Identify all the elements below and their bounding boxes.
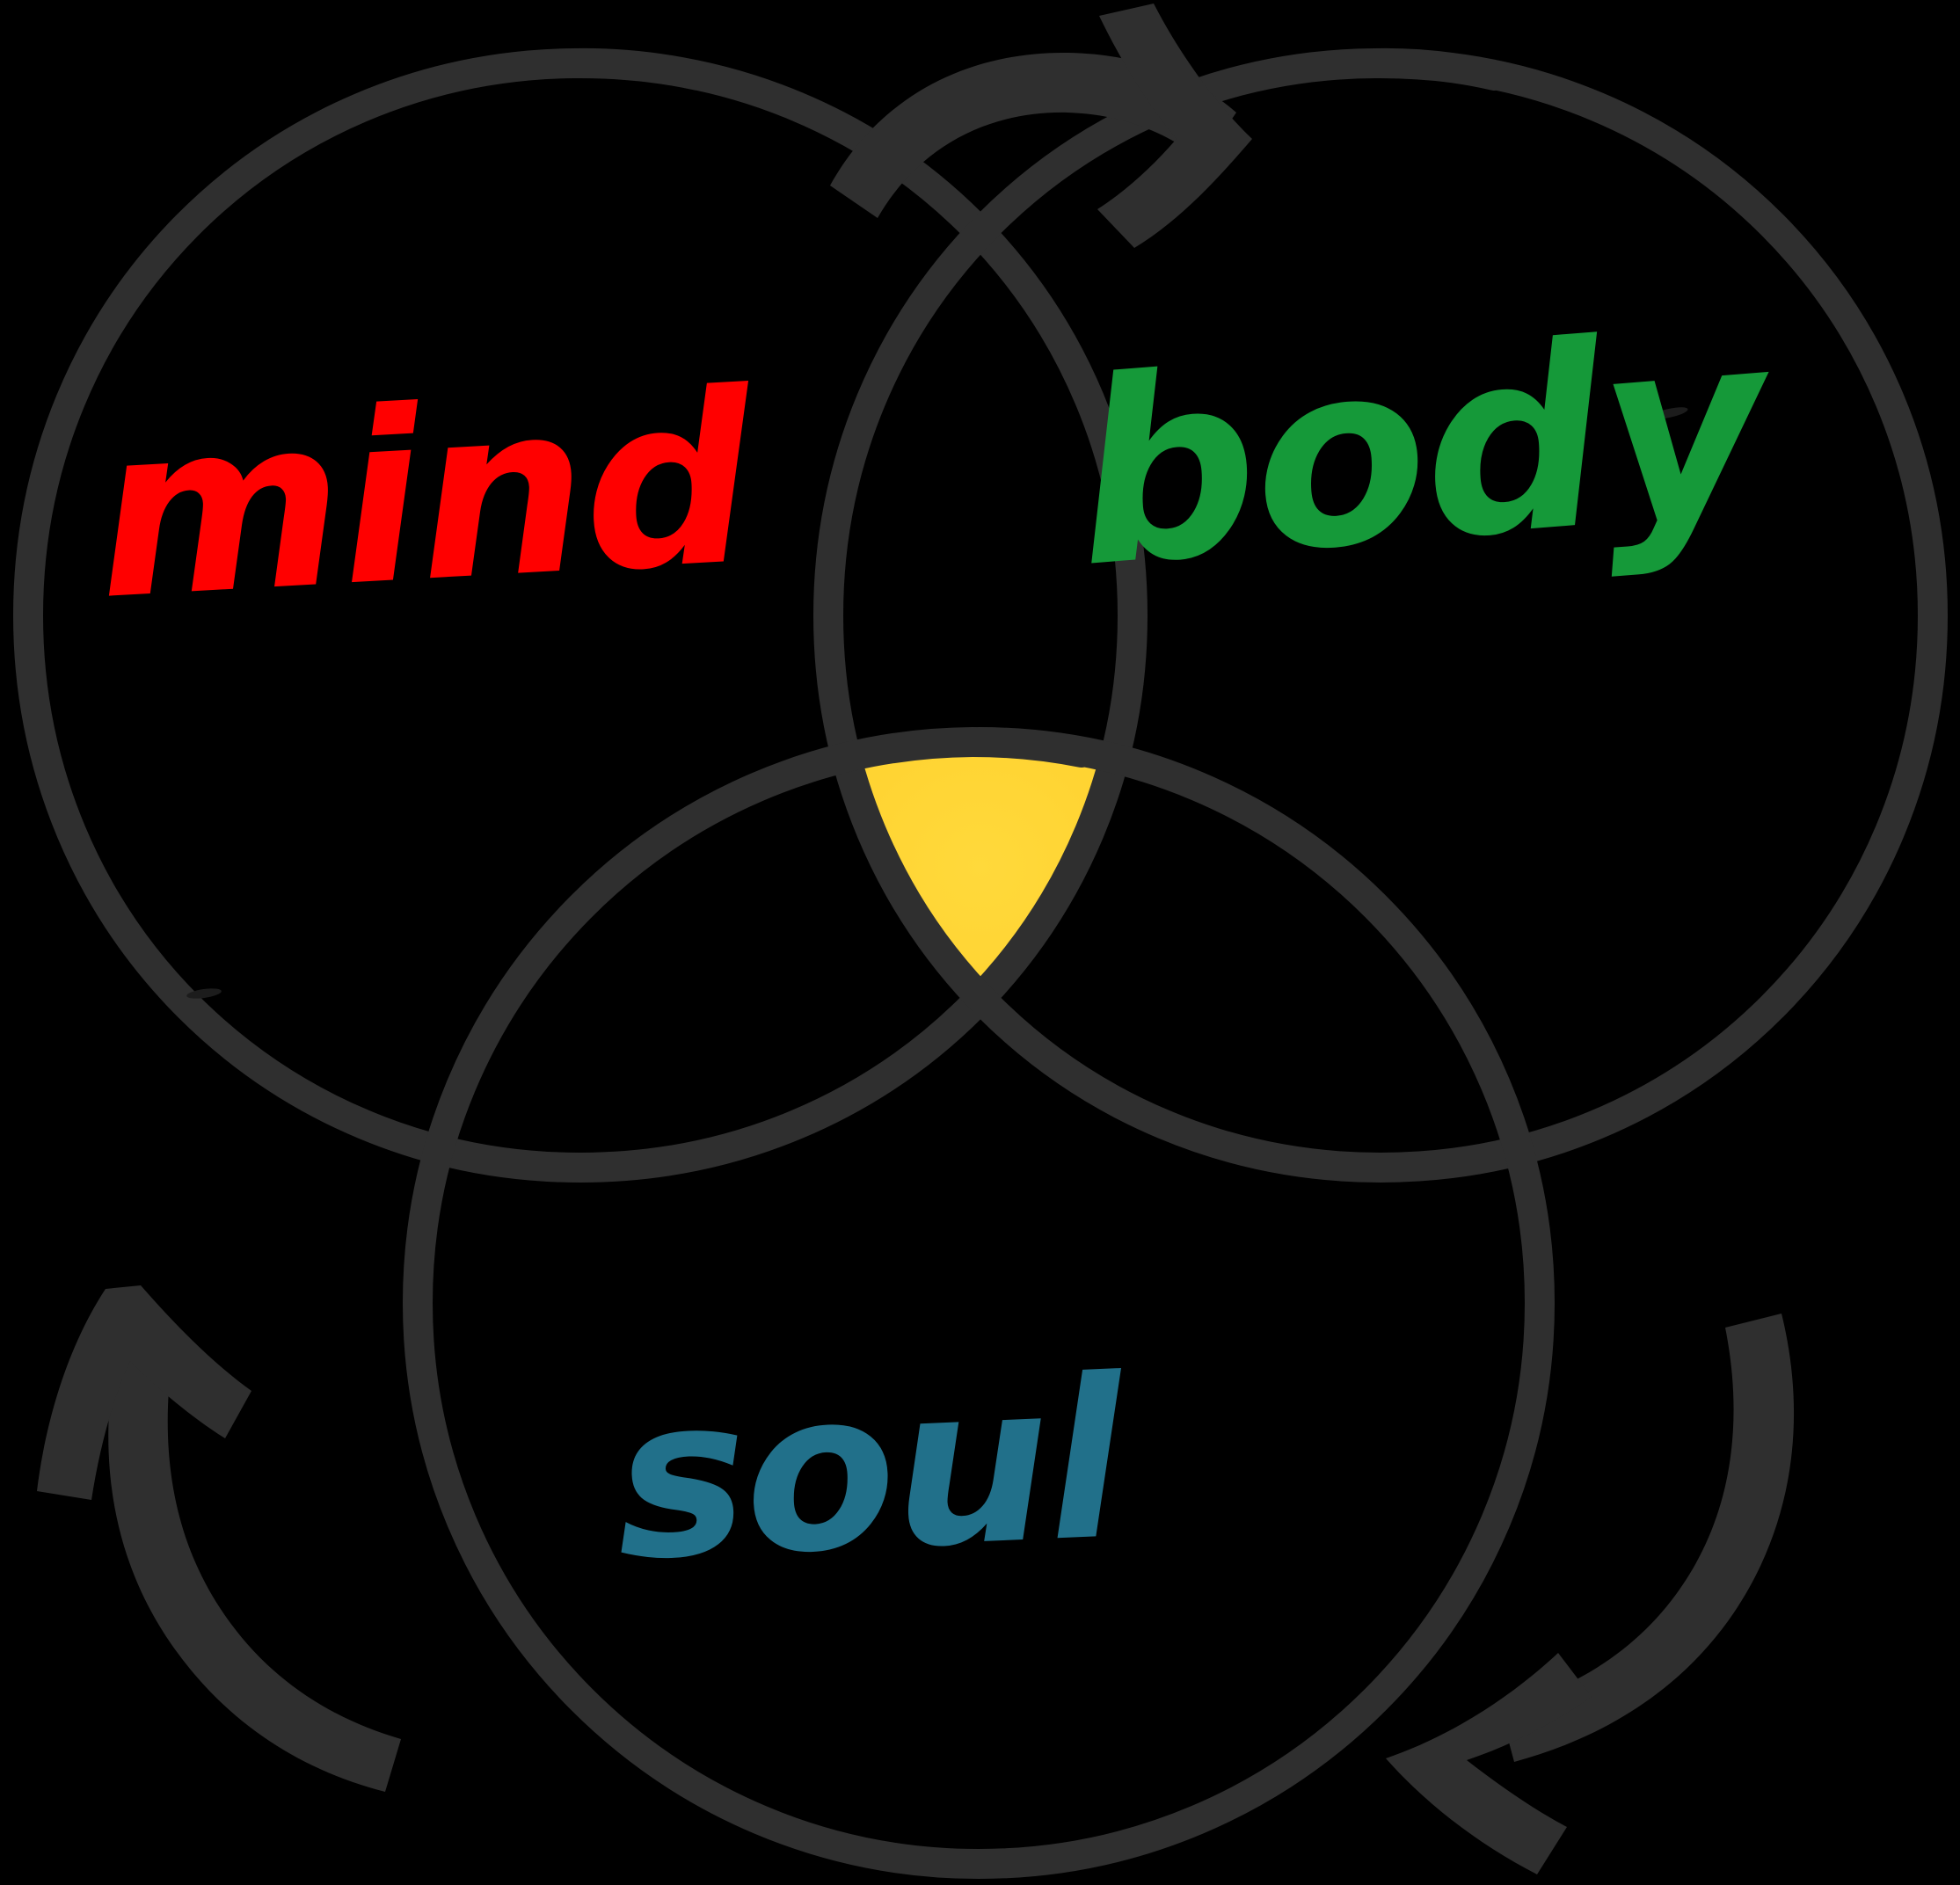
venn-circle-group — [13, 47, 1948, 1879]
label-soul: soul — [610, 1331, 1126, 1609]
mind-to-body-arrow[interactable] — [830, 4, 1252, 248]
arrow-bl-shaft — [108, 1354, 402, 1792]
circle-body[interactable] — [813, 47, 1948, 1183]
arrow-br-head — [1386, 1653, 1592, 1874]
label-mind: mind — [89, 341, 758, 652]
arrow-bl-head — [37, 1285, 251, 1500]
circle-soul[interactable] — [403, 727, 1555, 1879]
arrow-top-head — [1097, 4, 1252, 248]
ink-speck-right — [1650, 407, 1688, 419]
label-body: body — [1065, 278, 1774, 623]
soul-to-mind-arrow[interactable] — [37, 1285, 402, 1792]
ink-speck-left — [186, 988, 222, 999]
body-to-soul-arrow[interactable] — [1386, 1314, 1795, 1874]
arrow-top-shaft — [830, 52, 1236, 218]
ink-speck-group — [186, 407, 1688, 999]
